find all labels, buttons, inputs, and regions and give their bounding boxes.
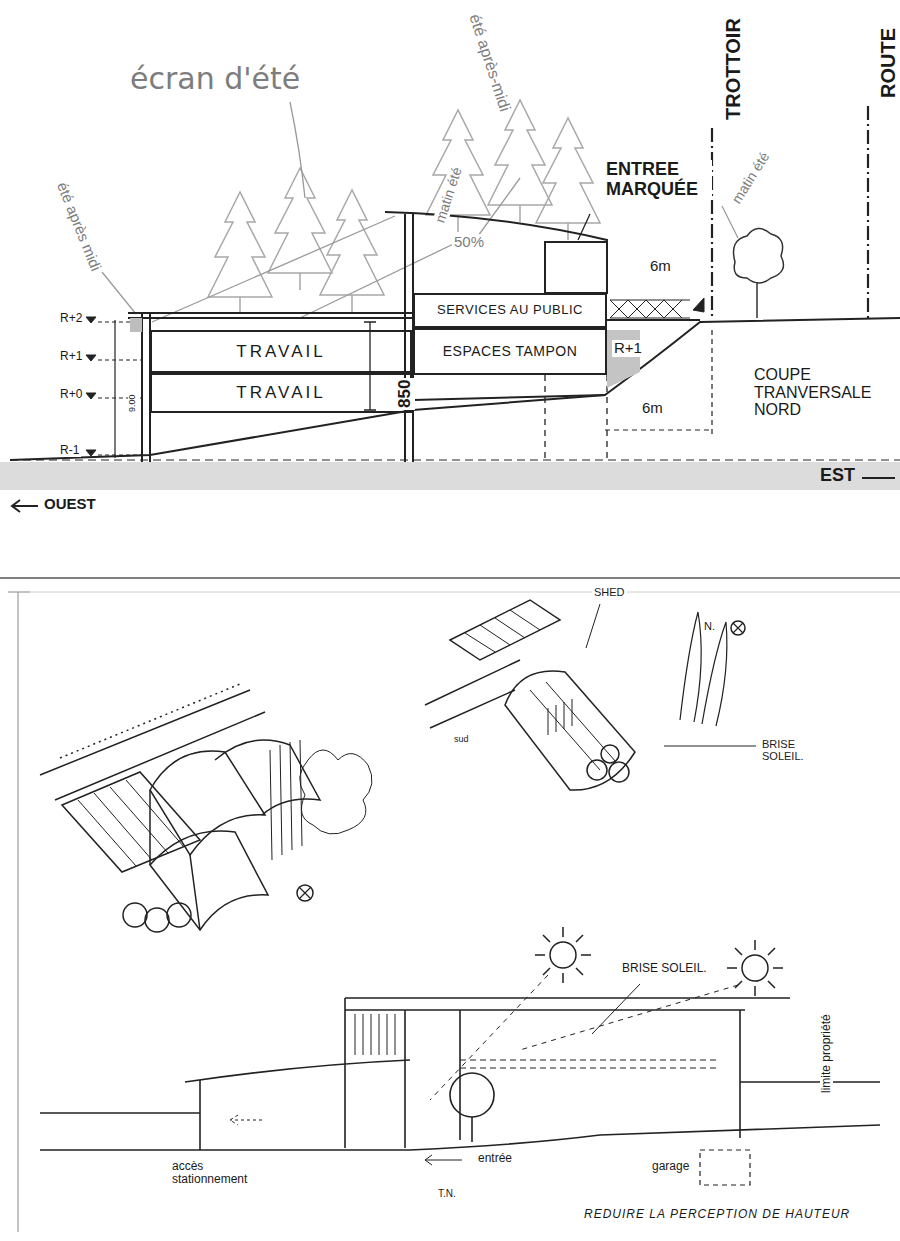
annotation-label: COUPE TRANVERSALE NORD <box>752 366 896 419</box>
annotation-label: écran d'été <box>128 62 302 95</box>
annotation-label: R+0 <box>58 388 84 401</box>
floor-label: TRAVAIL <box>233 383 328 403</box>
floor-box: ESPACES TAMPON <box>413 328 607 375</box>
annotation-label: ENTREE MARQUÉE <box>604 160 712 200</box>
floor-box: TRAVAIL <box>150 330 412 373</box>
annotation-label: 6m <box>640 400 665 417</box>
annotation-label: R+2 <box>58 312 84 325</box>
section-structure <box>10 106 900 512</box>
trees <box>208 100 783 318</box>
annotation-label: BRISE SOLEIL. <box>760 738 828 762</box>
axonometric-sketch <box>425 600 756 790</box>
annotation-label: garage <box>650 1160 691 1173</box>
annotation-label: été après-midi <box>465 10 514 116</box>
sheet-margin <box>8 592 30 1232</box>
annotation-label: 850 <box>396 378 415 410</box>
annotation-label: matin été <box>728 148 774 208</box>
annotation-label: REDUIRE LA PERCEPTION DE HAUTEUR <box>582 1208 852 1221</box>
sun-rays <box>102 102 738 322</box>
floor-label: SERVICES AU PUBLIC <box>434 303 586 318</box>
floor-label: TRAVAIL <box>233 342 328 362</box>
annotation-label: 9.00 <box>128 392 138 414</box>
elevation-sketch <box>40 927 880 1185</box>
annotation-label: entrée <box>476 1152 514 1165</box>
annotation-label: TROTTOIR <box>722 16 744 122</box>
wall-hatch <box>607 330 640 388</box>
sheet-separator <box>0 577 900 579</box>
annotation-label: 6m <box>648 258 673 275</box>
annotation-label: été après midi <box>53 178 105 275</box>
annotation-label: accès stationnement <box>170 1160 260 1186</box>
annotation-label: R+1 <box>58 350 84 363</box>
floor-box: SERVICES AU PUBLIC <box>413 293 607 328</box>
annotation-label: SHED <box>592 586 627 598</box>
annotation-label: limite propriété <box>820 1012 833 1095</box>
floor-label: ESPACES TAMPON <box>440 343 581 359</box>
annotation-label: BRISE SOLEIL. <box>620 962 709 975</box>
annotation-label: sud <box>452 735 471 745</box>
annotation-label: EST <box>818 466 857 486</box>
floor-box: TRAVAIL <box>150 373 412 413</box>
annotation-label: OUEST <box>42 496 98 513</box>
annotation-label: T.N. <box>436 1188 458 1199</box>
annotation-label: R+1 <box>612 340 644 357</box>
sheet-margin <box>30 592 900 593</box>
ground-band <box>0 462 900 490</box>
annotation-label: N. <box>702 620 717 632</box>
annotation-label: R-1 <box>58 444 81 457</box>
annotation-label: ROUTE <box>877 26 899 100</box>
wall-hatch <box>130 318 142 332</box>
annotation-label: 50% <box>452 234 486 251</box>
axonometric-sketch <box>40 684 372 932</box>
